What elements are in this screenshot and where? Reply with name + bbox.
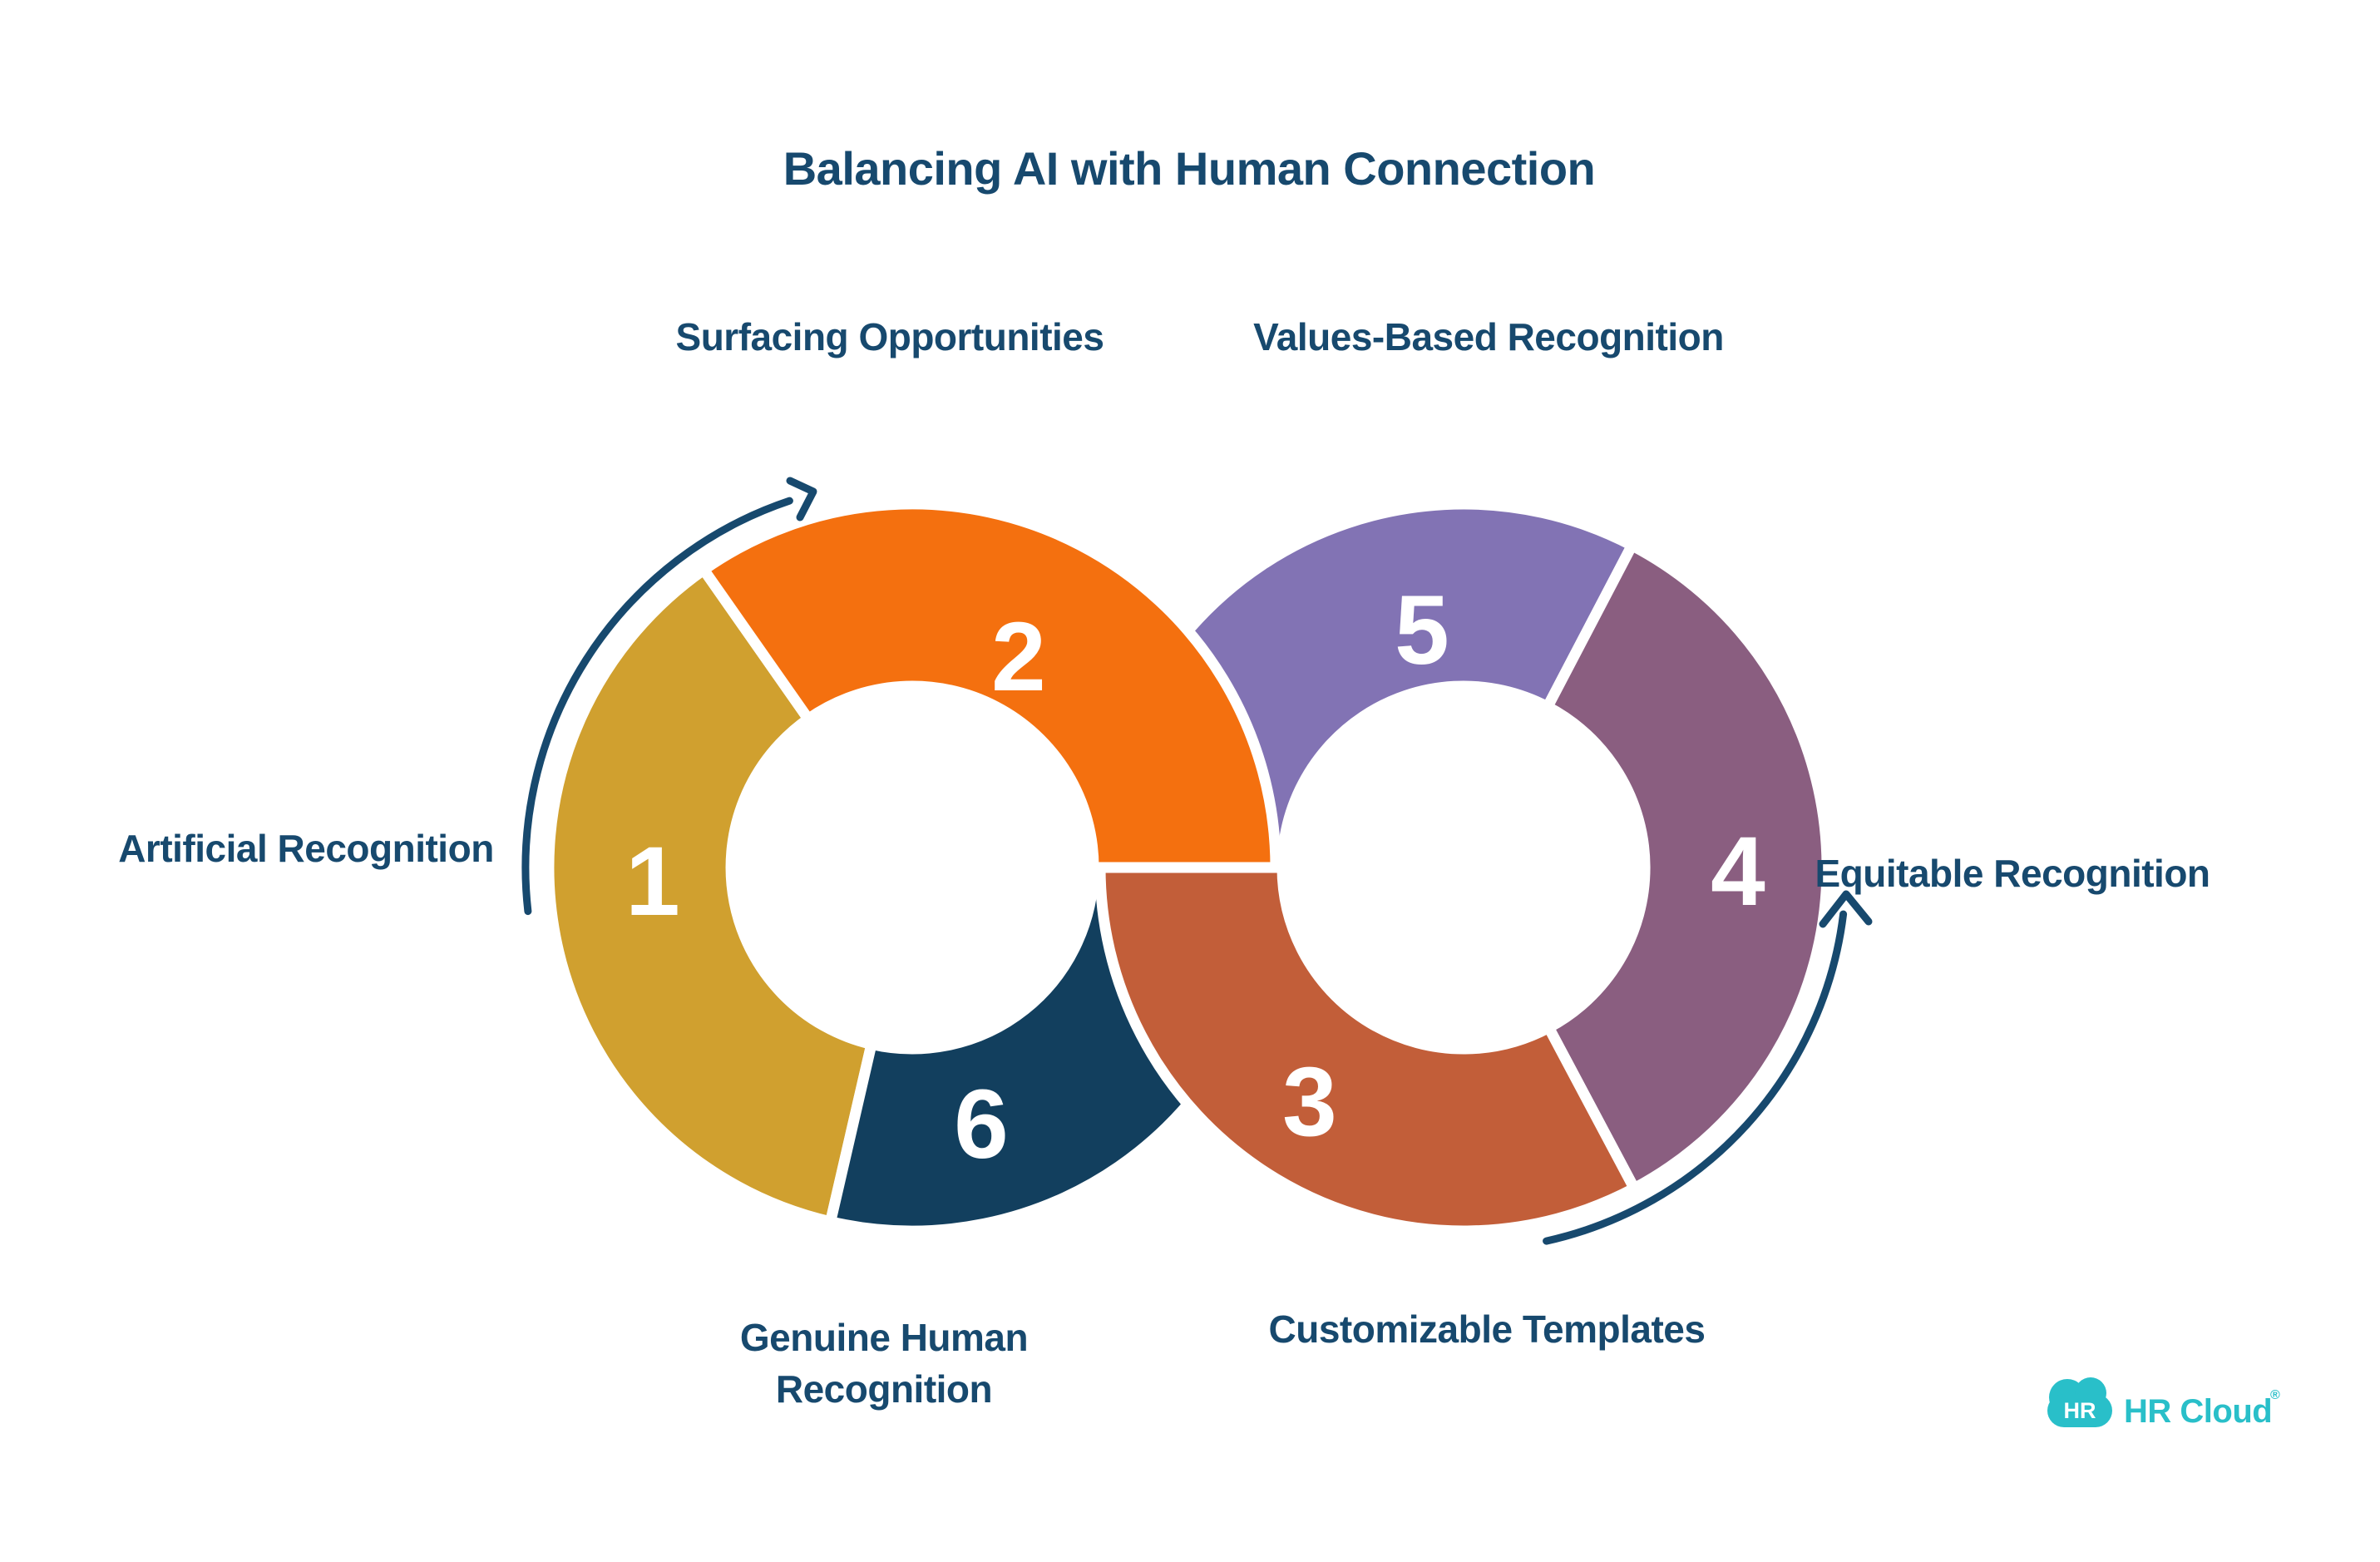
logo-registered-mark: ® [2270,1388,2280,1402]
logo-badge-text: HR [2064,1398,2096,1423]
flow-arrow-top-left-icon [521,477,817,916]
step-number-4: 4 [1711,817,1765,927]
label-customizable-templates: Customizable Templates [1269,1307,1706,1351]
label-artificial-recognition: Artificial Recognition [118,827,494,870]
label-values-based-recognition: Values-Based Recognition [1253,315,1724,358]
logo-brand-name: HR Cloud [2124,1393,2272,1430]
segment-3-customizable [1094,862,1640,1237]
step-number-3: 3 [1282,1047,1337,1157]
segment-2-surfacing [698,498,1281,873]
label-surfacing-opportunities: Surfacing Opportunities [676,315,1104,358]
step-number-5: 5 [1395,576,1449,685]
segment-1-artificial [543,564,877,1228]
segment-4-equitable [1542,540,1833,1194]
step-number-1: 1 [625,827,680,937]
label-genuine-human-line1: Genuine Human [740,1316,1028,1359]
step-number-2: 2 [991,602,1046,712]
flow-arrow-bottom-right-icon [1543,890,1873,1245]
step-number-6: 6 [954,1070,1009,1179]
page-title: Balancing AI with Human Connection [783,142,1596,195]
label-equitable-recognition: Equitable Recognition [1815,852,2210,895]
cloud-icon [2047,1377,2112,1427]
label-genuine-human-line2: Recognition [776,1367,992,1411]
hr-cloud-logo: HR HR Cloud ® [2047,1377,2280,1430]
